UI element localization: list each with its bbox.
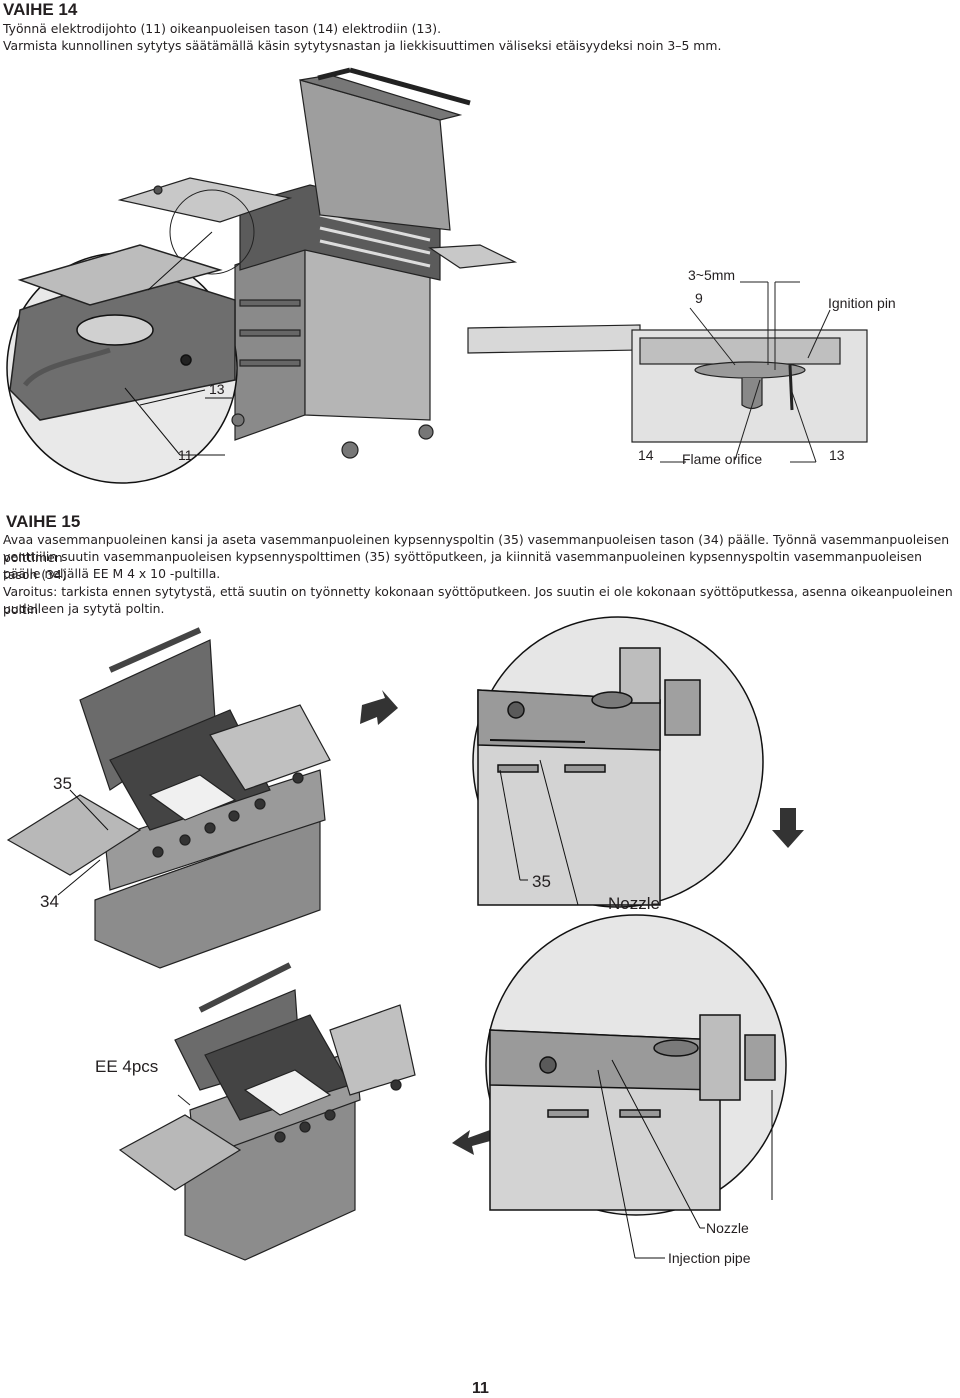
- step15-line1: Avaa vasemmanpuoleinen kansi ja aseta va…: [3, 532, 950, 565]
- step15-title: VAIHE 15: [6, 512, 81, 531]
- fig1-ignition-pin: Ignition pin: [828, 295, 896, 311]
- fig2-ee-4pcs: EE 4pcs: [95, 1057, 159, 1076]
- page-number: 11: [472, 1380, 489, 1397]
- step14-title: VAIHE 14: [3, 0, 78, 19]
- step15-line4: Varoitus: tarkista ennen sytytystä, että…: [3, 584, 953, 617]
- fig2-label-35: 35: [53, 774, 72, 793]
- fig2-nozzle: Nozzle: [608, 894, 660, 913]
- step15-line3: päälle neljällä EE M 4 x 10 -pultilla.: [3, 566, 221, 581]
- fig1-label-13b: 13: [829, 447, 845, 463]
- fig2-nozzle2: Nozzle: [706, 1220, 749, 1236]
- fig1-label-13: 13: [209, 381, 225, 397]
- step15-line2: venttiilin suutin vasemmanpuoleisen kyps…: [3, 549, 923, 582]
- fig1-flame-orifice: Flame orifice: [682, 451, 763, 467]
- fig2-injection-pipe: Injection pipe: [668, 1250, 751, 1266]
- fig1-gap-label: 3~5mm: [688, 267, 736, 283]
- step14-line1: Työnnä elektrodijohto (11) oikeanpuoleis…: [3, 21, 442, 36]
- fig2-label-35b: 35: [532, 872, 551, 891]
- fig1-label-14: 14: [638, 447, 654, 463]
- fig1-label-11: 11: [178, 447, 193, 463]
- fig1-label-9: 9: [695, 290, 703, 306]
- step14-line2: Varmista kunnollinen sytytys säätämällä …: [3, 38, 722, 53]
- step15-line5: uudelleen ja sytytä poltin.: [3, 601, 165, 616]
- fig2-label-34: 34: [40, 892, 59, 911]
